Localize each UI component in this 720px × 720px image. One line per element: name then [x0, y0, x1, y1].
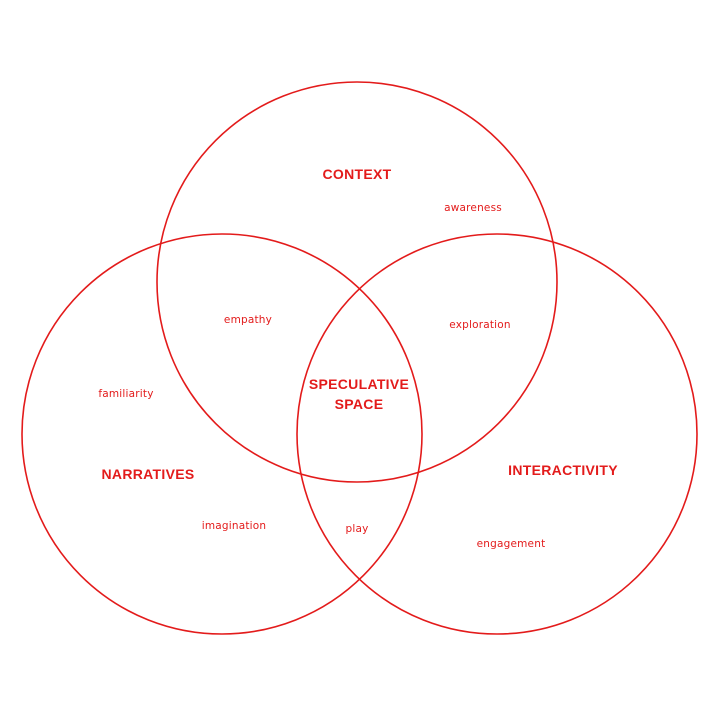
term-play: play	[345, 523, 368, 535]
interactivity-label: INTERACTIVITY	[508, 462, 618, 478]
context-circle	[156, 81, 558, 483]
term-awareness: awareness	[444, 202, 502, 214]
term-engagement: engagement	[477, 538, 546, 550]
term-imagination: imagination	[202, 520, 267, 532]
context-label: CONTEXT	[323, 166, 392, 182]
term-familiarity: familiarity	[98, 388, 153, 400]
interactivity-circle	[296, 233, 698, 635]
narratives-circle	[21, 233, 423, 635]
term-exploration: exploration	[449, 319, 511, 331]
center-label-line2: SPACE	[335, 396, 384, 412]
narratives-label: NARRATIVES	[102, 466, 195, 482]
center-label-line1: SPECULATIVE	[309, 376, 409, 392]
term-empathy: empathy	[224, 314, 272, 326]
